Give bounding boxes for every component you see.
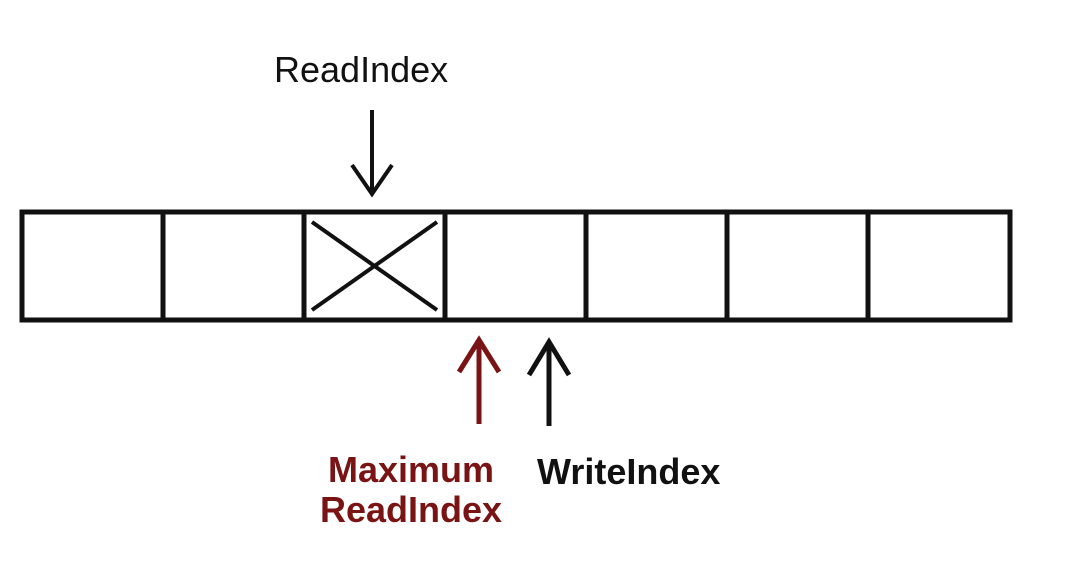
read-index-arrow xyxy=(350,110,394,198)
write-index-label: WriteIndex xyxy=(537,451,721,492)
max-read-index-label-line2: ReadIndex xyxy=(319,489,503,530)
max-read-index-label: Maximum ReadIndex xyxy=(306,450,516,530)
max-read-index-arrow xyxy=(456,335,502,424)
slot-dividers xyxy=(160,212,871,320)
buffer-outline xyxy=(19,209,1013,323)
slot-read-cross xyxy=(310,220,439,312)
max-read-index-label-line1: Maximum xyxy=(327,449,495,490)
write-index-arrow xyxy=(526,337,572,426)
read-index-label: ReadIndex xyxy=(274,49,449,90)
